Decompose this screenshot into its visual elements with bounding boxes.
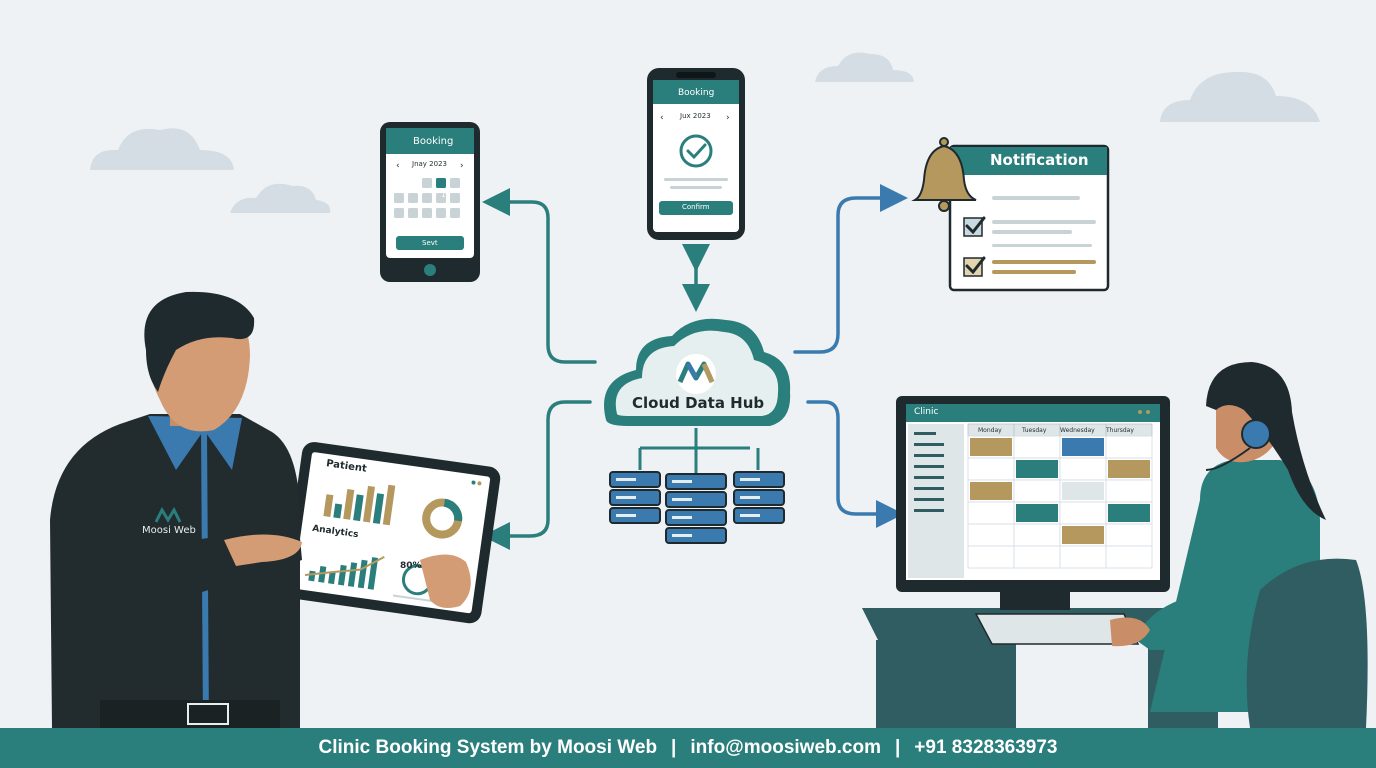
- checkbox-checked-icon: [963, 256, 986, 277]
- shirt-logo-text: Moosi Web: [142, 525, 196, 536]
- monitor-title: Clinic: [914, 407, 939, 417]
- phone-left-title: Booking: [413, 136, 454, 147]
- phone-left: ‹ ›: [380, 122, 480, 282]
- moosi-logo-icon: [154, 506, 182, 523]
- man-figure: [50, 291, 471, 729]
- phone-left-month: Jnay 2023: [412, 160, 447, 168]
- footer-bar: Clinic Booking System by Moosi Web | inf…: [0, 728, 1376, 768]
- woman-figure: [1110, 362, 1368, 728]
- phone-center-confirm-button[interactable]: Confirm: [682, 203, 710, 211]
- connector-arrows: [482, 184, 908, 550]
- notification-title: Notification: [990, 151, 1089, 169]
- notification-card: [911, 137, 1110, 292]
- home-button-icon: [424, 264, 436, 276]
- moosi-logo-icon: [676, 354, 716, 394]
- server-stack-icon: [609, 471, 785, 544]
- footer-phone[interactable]: +91 8328363973: [914, 737, 1058, 758]
- cloud-decor-4: [1160, 71, 1320, 122]
- tablet-percent: 80%: [400, 561, 422, 571]
- growth-chart-icon: [308, 557, 379, 590]
- footer-product: Clinic Booking System by Moosi Web: [318, 737, 658, 758]
- arrow-to-monitor: [806, 400, 904, 528]
- arrow-to-tablet: [482, 400, 592, 550]
- monitor-day-wednesday: Wednesday: [1060, 427, 1095, 434]
- footer-separator: |: [894, 737, 901, 758]
- footer-separator: |: [671, 737, 677, 758]
- checkmark-circle-icon: [679, 134, 713, 168]
- monitor-day-tuesday: Tuesday: [1022, 427, 1047, 434]
- next-chevron-icon: ›: [726, 113, 730, 123]
- phone-center: ‹ ›: [647, 68, 745, 240]
- desk-monitor: [862, 396, 1230, 728]
- cloud-decor-1: [90, 128, 234, 170]
- arrow-to-left-phone: [482, 188, 597, 364]
- cloud-decor-3: [815, 52, 914, 82]
- checkbox-checked-icon: [963, 216, 986, 237]
- arrow-to-notification: [793, 184, 908, 354]
- prev-chevron-icon: ‹: [660, 113, 664, 123]
- bell-icon: [911, 137, 977, 212]
- footer-email[interactable]: info@moosiweb.com: [690, 737, 881, 758]
- monitor-day-thursday: Thursday: [1106, 427, 1134, 434]
- cloud-decor-2: [230, 183, 331, 213]
- phone-left-button[interactable]: Sevt: [422, 239, 438, 247]
- donut-chart-icon: [422, 498, 463, 539]
- phone-left-selected-day[interactable]: 15: [441, 191, 450, 199]
- bar-chart-icon: [323, 484, 396, 526]
- next-chevron-icon: ›: [460, 161, 464, 171]
- background-clouds: [90, 52, 1320, 213]
- phone-center-title: Booking: [678, 88, 715, 98]
- prev-chevron-icon: ‹: [396, 161, 400, 171]
- calendar-grid: [394, 178, 460, 218]
- cloud-data-hub: [604, 318, 791, 474]
- headset-icon: [1241, 419, 1271, 449]
- monitor-day-monday: Monday: [978, 427, 1002, 434]
- sidebar-icon: [914, 432, 944, 512]
- phone-center-month: Jux 2023: [680, 112, 711, 120]
- cloud-hub-title: Cloud Data Hub: [632, 394, 765, 412]
- calendar-grid: [967, 423, 1153, 569]
